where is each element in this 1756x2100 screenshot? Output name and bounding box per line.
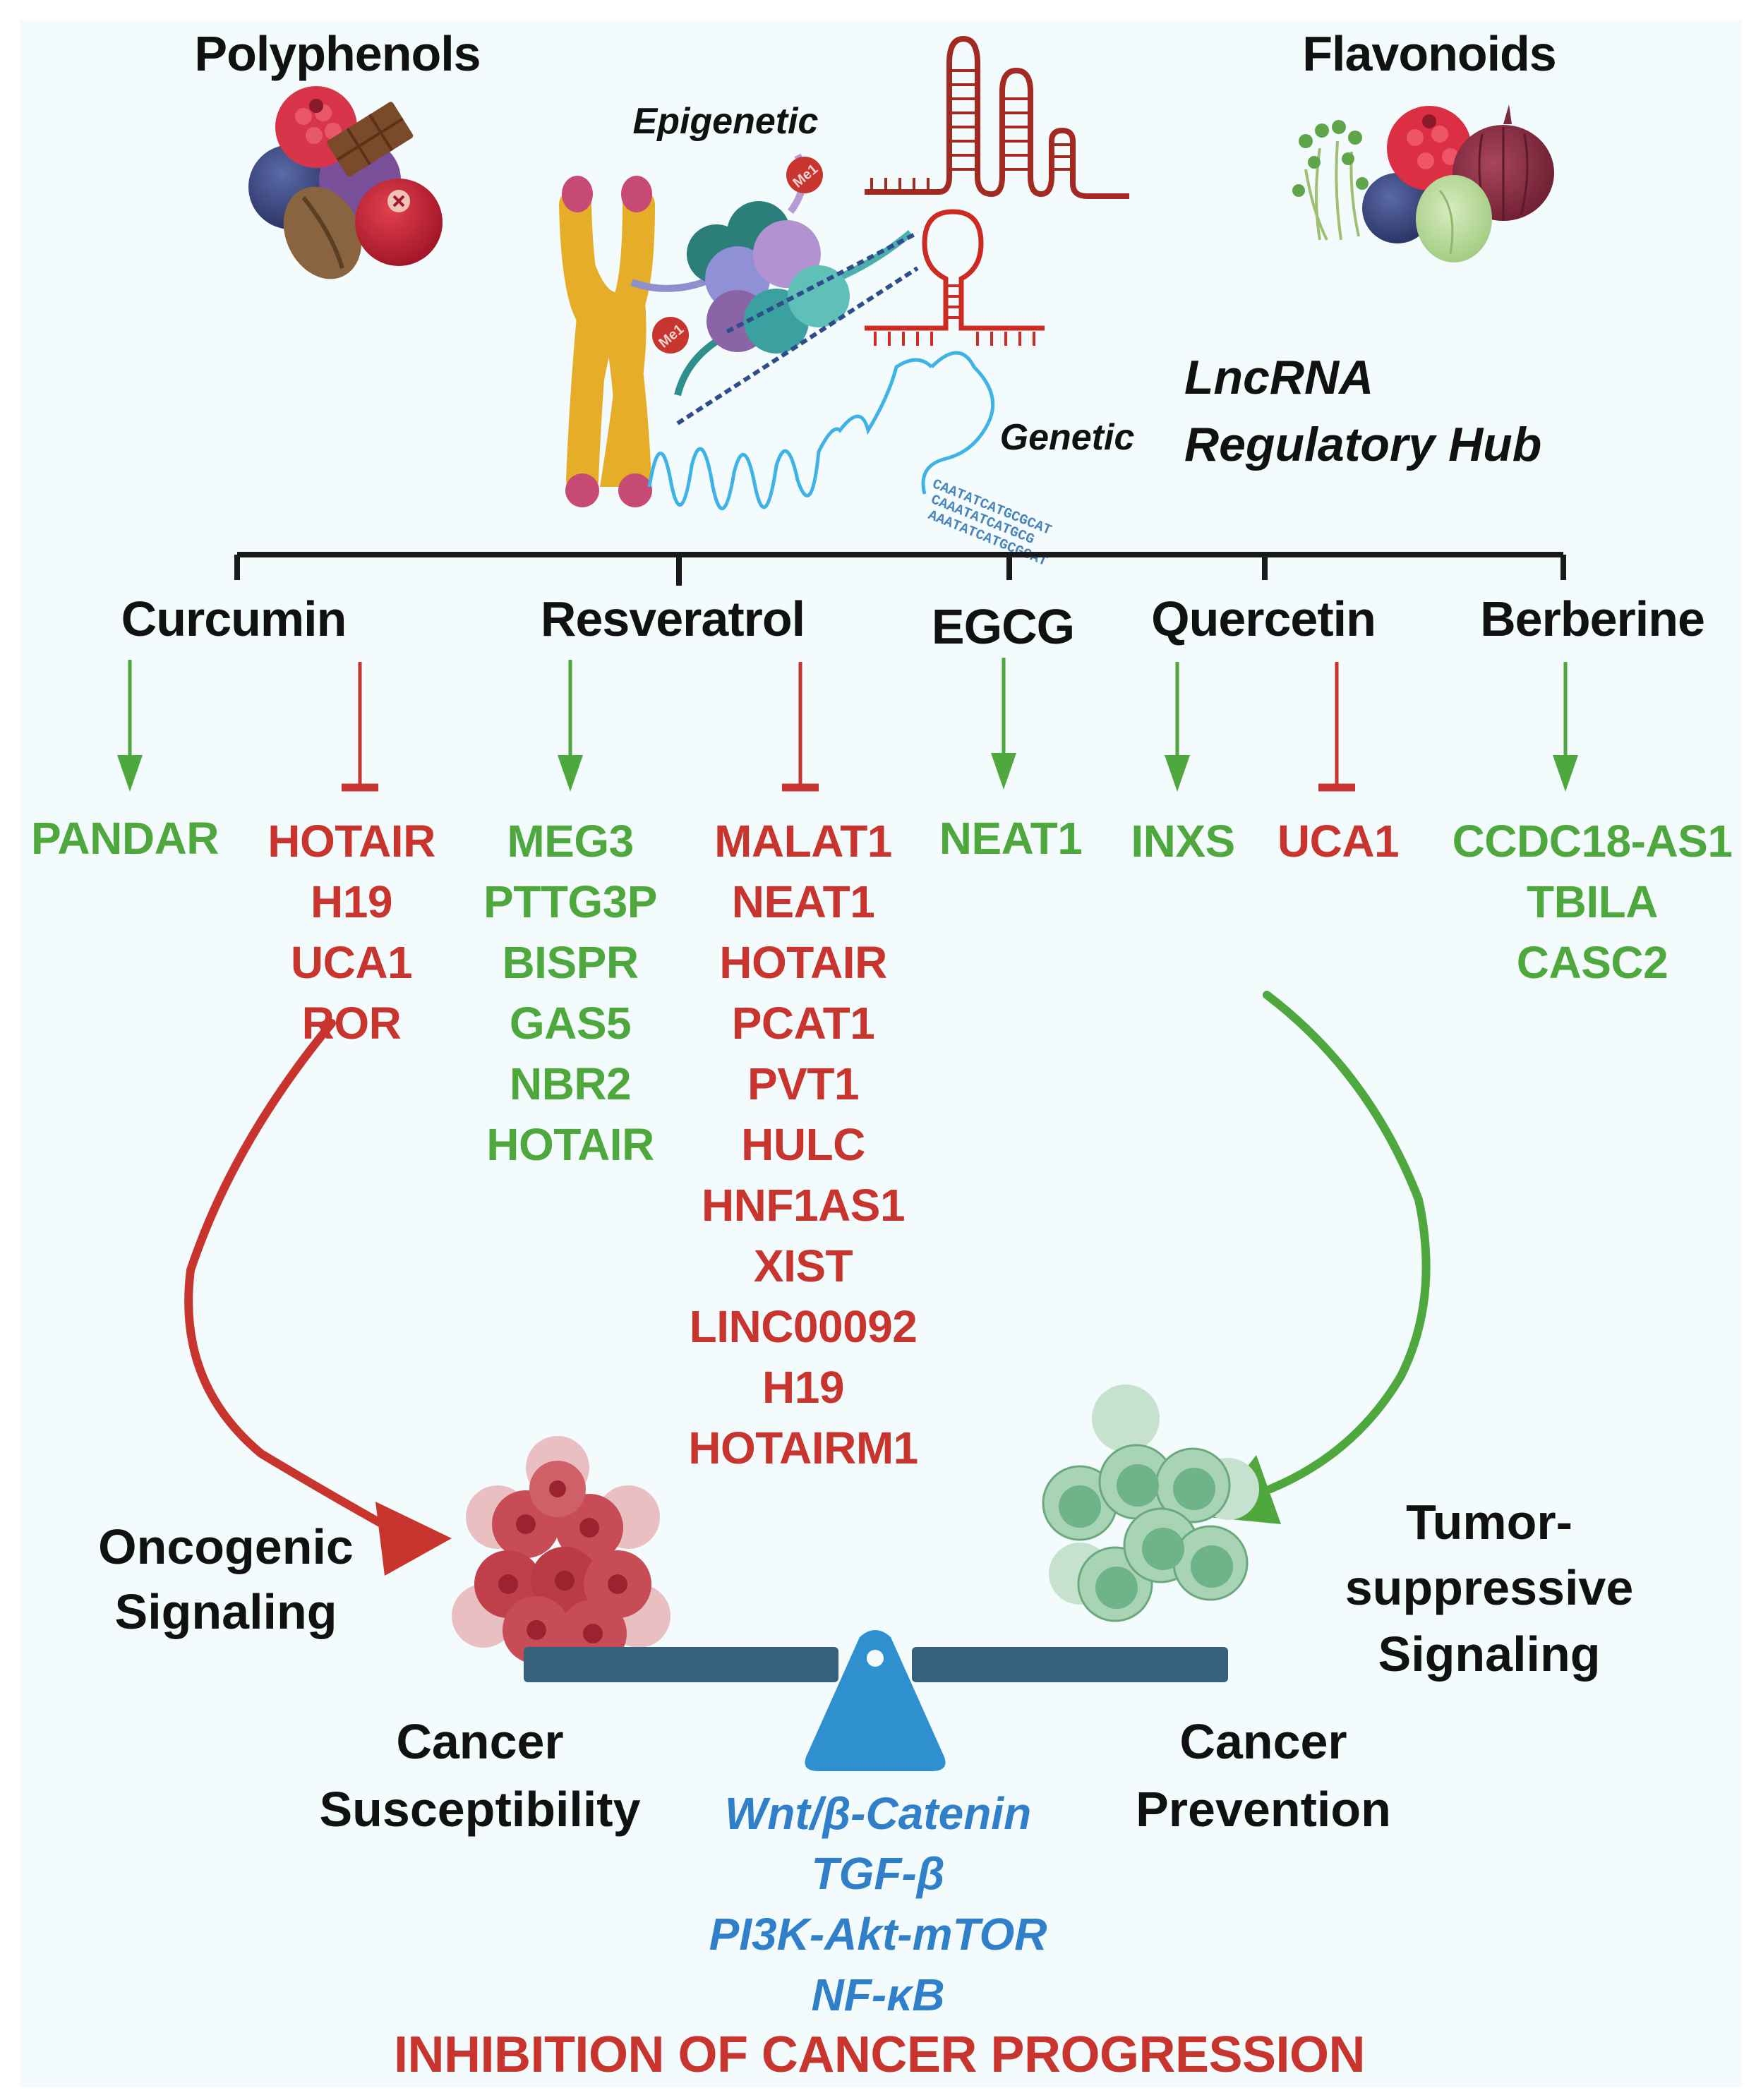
- compound-quercetin: Quercetin: [1151, 591, 1376, 646]
- inhibition-arrow-resveratrol: [782, 662, 819, 792]
- compound-berberine: Berberine: [1480, 591, 1705, 646]
- upregulation-arrow-berberine: [1553, 662, 1578, 792]
- lncrna-gene: HNF1AS1: [701, 1180, 906, 1231]
- coffee-bean-icon: [283, 186, 362, 279]
- upregulation-arrow-pandar: [117, 660, 143, 792]
- regulation-arrows: [117, 658, 1578, 792]
- compound-resveratrol: Resveratrol: [540, 591, 805, 646]
- raspberry-icon: [1387, 106, 1472, 191]
- lncrna-gene: NBR2: [509, 1058, 632, 1109]
- oncogenic-label-line1: Oncogenic: [98, 1519, 354, 1574]
- lncrna-gene: H19: [311, 876, 392, 927]
- balance-beam-right: [912, 1647, 1228, 1682]
- lncrna-gene: MALAT1: [714, 816, 892, 867]
- lncrna-gene: HULC: [741, 1119, 865, 1170]
- lncrna-gene: ROR: [301, 998, 402, 1049]
- inhibition-arrow-curcumin: [342, 662, 378, 792]
- balance-fulcrum: [805, 1630, 946, 1771]
- inhibition-arrow-quercetin: [1318, 662, 1355, 792]
- lncrna-gene: HOTAIR: [267, 816, 435, 867]
- lncrna-gene: CCDC18-AS1: [1452, 816, 1733, 867]
- rna-hairpin-icon: [865, 209, 1045, 331]
- cabbage-icon: [1416, 175, 1492, 262]
- lncrna-gene: HOTAIR: [719, 937, 887, 988]
- lncrna-gene: HOTAIRM1: [688, 1423, 918, 1473]
- upregulation-arrow-egcg: [991, 658, 1016, 790]
- blueberry-icon: [1362, 173, 1433, 243]
- cranberry-icon: [355, 179, 443, 266]
- lncrna-gene: XIST: [753, 1241, 853, 1291]
- pathway-pi3k: PI3K-Akt-mTOR: [709, 1909, 1047, 1960]
- lncrna-gene: PANDAR: [30, 813, 220, 864]
- conclusion-banner: INHIBITION OF CANCER PROGRESSION: [393, 2027, 1366, 2083]
- lncrna-gene: UCA1: [1277, 816, 1400, 867]
- oncogenic-curved-arrow: [184, 1019, 452, 1576]
- polyphenols-food-illustration: [248, 86, 443, 279]
- chromosome-icon: [559, 176, 655, 507]
- prevention-label-line1: Cancer: [1179, 1714, 1347, 1769]
- lncrna-gene: TBILA: [1527, 876, 1658, 927]
- epigenetic-label: Epigenetic: [632, 101, 819, 142]
- lncrna-gene: LINC00092: [689, 1301, 918, 1352]
- susceptibility-label-line1: Cancer: [396, 1714, 564, 1769]
- genetic-label: Genetic: [999, 417, 1135, 458]
- compound-curcumin: Curcumin: [121, 591, 347, 646]
- lncrna-gene: MEG3: [507, 816, 634, 867]
- balance-beam-left: [524, 1647, 838, 1682]
- lncrna-gene: PTTG3P: [483, 876, 657, 927]
- flavonoids-food-illustration: [1292, 104, 1554, 262]
- upregulation-arrow-resveratrol: [558, 660, 583, 792]
- polyphenols-label: Polyphenols: [194, 26, 481, 81]
- tumor-suppressive-curved-arrow: [1208, 991, 1431, 1524]
- compound-egcg: EGCG: [931, 599, 1075, 654]
- chocolate-icon: [327, 102, 414, 177]
- hub-title-line1: LncRNA: [1184, 351, 1374, 404]
- lncrna-gene: HOTAIR: [486, 1119, 654, 1170]
- nucleosome-icon: [630, 153, 919, 426]
- pathway-nfkb: NF-κB: [811, 1969, 945, 2020]
- lncrna-gene: PCAT1: [731, 998, 875, 1049]
- suppressive-label-line2: suppressive: [1345, 1560, 1634, 1615]
- rna-strand-icon: [647, 351, 995, 511]
- susceptibility-label-line2: Susceptibility: [319, 1782, 641, 1837]
- methylation-mark-me1-bottom: Me1: [652, 317, 689, 354]
- lncrna-gene: GAS5: [509, 998, 632, 1049]
- lncrna-gene: INXS: [1131, 816, 1235, 867]
- lncrna-gene: PVT1: [747, 1058, 860, 1109]
- suppressive-label-line1: Tumor-: [1406, 1495, 1572, 1550]
- upregulation-arrow-quercetin: [1165, 662, 1190, 792]
- oncogenic-tumor-cells-icon: [452, 1436, 670, 1667]
- lncrna-gene: NEAT1: [731, 876, 875, 927]
- tumor-suppressive-cells-icon: [1042, 1384, 1259, 1622]
- lncrna-gene: H19: [762, 1362, 844, 1413]
- suppressive-label-line3: Signaling: [1378, 1627, 1601, 1682]
- compound-bracket: [234, 552, 1566, 586]
- lncrna-gene: CASC2: [1516, 937, 1668, 988]
- balance-scale-icon: [524, 1630, 1228, 1771]
- oncogenic-label-line2: Signaling: [114, 1584, 337, 1639]
- pathway-tgf: TGF-β: [811, 1848, 945, 1899]
- lncrna-gene: BISPR: [502, 937, 639, 988]
- lncrna-gene: UCA1: [290, 937, 413, 988]
- hub-title-line2: Regulatory Hub: [1184, 418, 1542, 471]
- lncrna-gene: NEAT1: [939, 813, 1083, 864]
- rna-stem-loop-icon: [865, 35, 1129, 199]
- methylation-mark-me1-top: Me1: [786, 157, 823, 193]
- flavonoids-label: Flavonoids: [1302, 26, 1556, 81]
- prevention-label-line2: Prevention: [1136, 1782, 1391, 1837]
- pathway-wnt: Wnt/β-Catenin: [724, 1788, 1032, 1839]
